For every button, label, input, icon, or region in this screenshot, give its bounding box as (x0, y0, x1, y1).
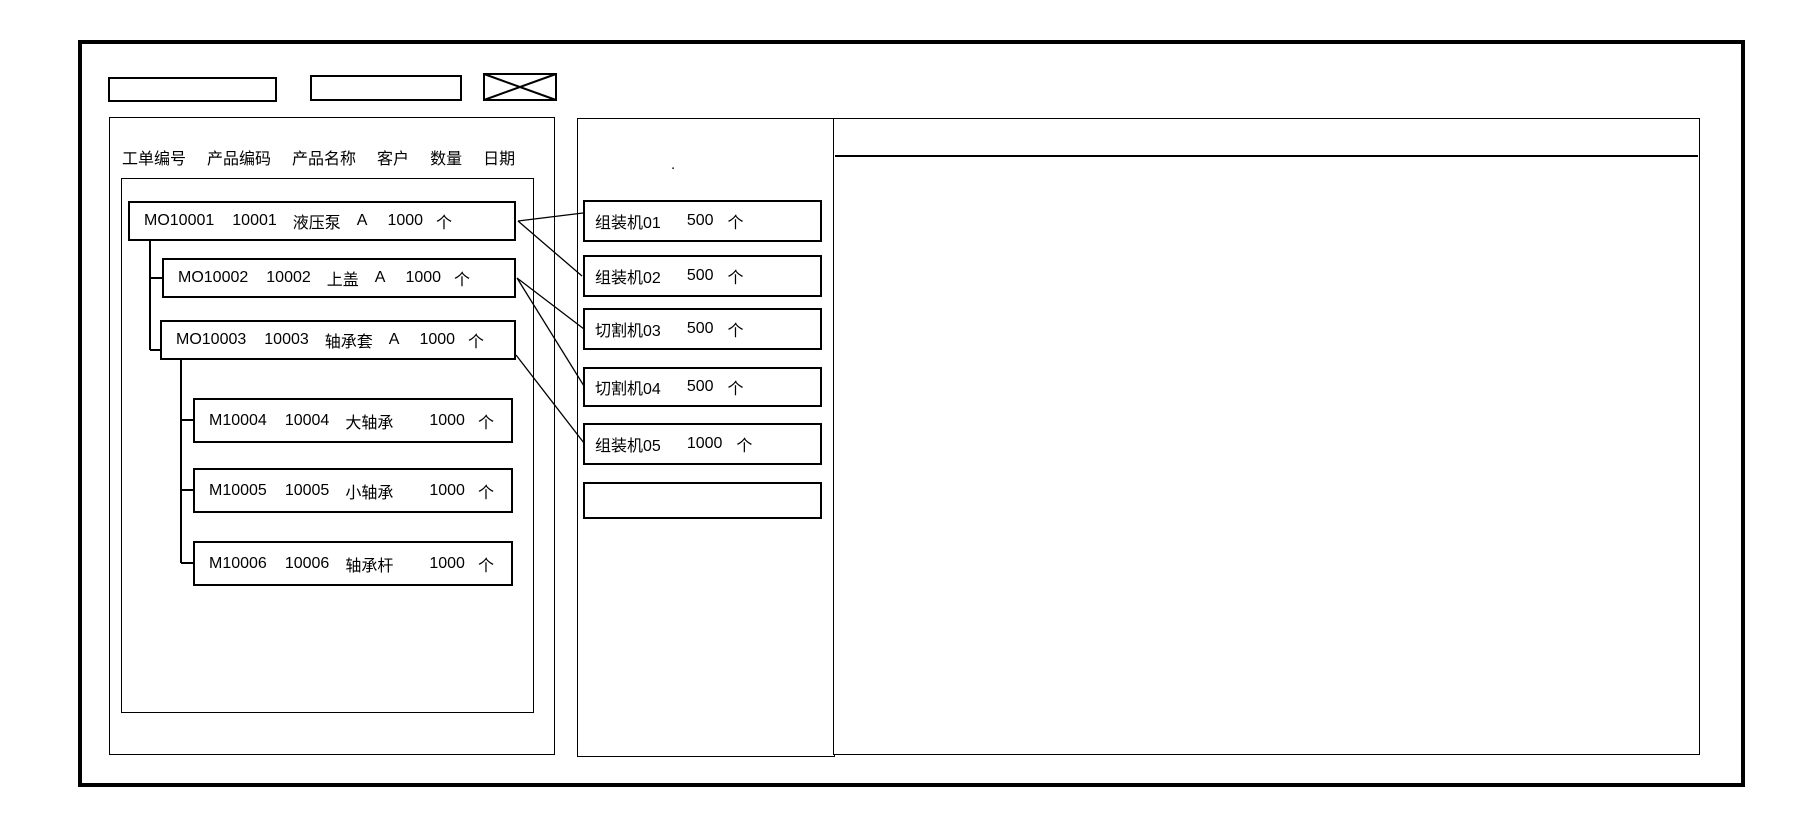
unit: 个 (477, 484, 494, 502)
quantity: 1000 (405, 269, 442, 286)
machine-name: 组装机01 (595, 215, 661, 232)
product-code: 10001 (232, 212, 277, 229)
quantity: 1000 (419, 331, 456, 348)
product-name: 大轴承 (345, 414, 394, 432)
order-row-mo10002[interactable]: MO10002 10002 上盖 A 1000 个 (162, 258, 516, 298)
order-id: M10004 (209, 411, 267, 429)
machine-qty: 500 (686, 320, 714, 337)
product-name: 液压泵 (292, 215, 341, 232)
quantity: 1000 (429, 481, 465, 499)
product-code: 10005 (284, 481, 330, 499)
column-header-quantity: 数量 (430, 151, 463, 168)
customer: A (388, 331, 400, 348)
order-row-mo10001[interactable]: MO10001 10001 液压泵 A 1000 个 (128, 201, 516, 241)
order-row-m10004[interactable]: M10004 10004 大轴承 1000 个 (193, 398, 513, 443)
machine-panel-dot: . (671, 156, 676, 173)
unit: 个 (477, 414, 494, 432)
machine-box-zuzhuangji01[interactable]: 组装机01 500 个 (583, 200, 822, 242)
machine-unit: 个 (727, 323, 744, 340)
close-placeholder-icon[interactable] (483, 73, 557, 101)
unit: 个 (436, 215, 453, 232)
machine-qty: 500 (686, 378, 714, 395)
schedule-panel (833, 118, 1700, 755)
window-frame (78, 40, 1745, 787)
machine-box-qiegeji04[interactable]: 切割机04 500 个 (583, 367, 822, 407)
customer: A (374, 269, 386, 286)
machine-box-empty[interactable] (583, 482, 822, 519)
machine-name: 组装机05 (595, 438, 661, 455)
toolbar-field-1[interactable] (108, 77, 277, 102)
unit: 个 (477, 557, 494, 575)
product-name: 轴承套 (324, 334, 373, 351)
machine-box-zuzhuangji05[interactable]: 组装机05 1000 个 (583, 423, 822, 465)
quantity: 1000 (429, 411, 465, 429)
machine-name: 组装机02 (595, 270, 661, 287)
machine-box-zuzhuangji02[interactable]: 组装机02 500 个 (583, 255, 822, 297)
machine-box-qiegeji03[interactable]: 切割机03 500 个 (583, 308, 822, 350)
product-name: 小轴承 (345, 484, 394, 502)
unit: 个 (454, 272, 471, 289)
column-header-product-name: 产品名称 (292, 151, 357, 168)
product-code: 10003 (264, 331, 309, 348)
order-id: MO10002 (178, 269, 249, 286)
product-code: 10006 (284, 554, 330, 572)
column-header-customer: 客户 (377, 151, 410, 168)
machine-unit: 个 (727, 381, 744, 398)
order-id: M10006 (209, 554, 267, 572)
machine-unit: 个 (727, 215, 744, 232)
column-header-row: 工单编号 产品编码 产品名称 客户 数量 日期 (122, 146, 536, 168)
column-header-product-code: 产品编码 (207, 151, 272, 168)
order-row-mo10003[interactable]: MO10003 10003 轴承套 A 1000 个 (160, 320, 516, 360)
product-code: 10004 (284, 411, 330, 429)
quantity: 1000 (429, 554, 465, 572)
product-code: 10002 (266, 269, 311, 286)
order-id: MO10001 (144, 212, 215, 229)
order-id: M10005 (209, 481, 267, 499)
column-header-order-id: 工单编号 (122, 151, 187, 168)
order-id: MO10003 (176, 331, 247, 348)
schedule-panel-header-divider (835, 155, 1698, 157)
column-header-date: 日期 (483, 151, 516, 168)
quantity: 1000 (387, 212, 424, 229)
machine-unit: 个 (727, 270, 744, 287)
machine-name: 切割机04 (595, 381, 661, 398)
order-row-m10005[interactable]: M10005 10005 小轴承 1000 个 (193, 468, 513, 513)
order-row-m10006[interactable]: M10006 10006 轴承杆 1000 个 (193, 541, 513, 586)
product-name: 上盖 (326, 272, 359, 289)
machine-qty: 500 (686, 212, 714, 229)
customer: A (356, 212, 368, 229)
machine-qty: 1000 (686, 435, 723, 452)
product-name: 轴承杆 (345, 557, 394, 575)
unit: 个 (468, 334, 485, 351)
machine-qty: 500 (686, 267, 714, 284)
toolbar-field-2[interactable] (310, 75, 462, 101)
machine-unit: 个 (736, 438, 753, 455)
machine-name: 切割机03 (595, 323, 661, 340)
